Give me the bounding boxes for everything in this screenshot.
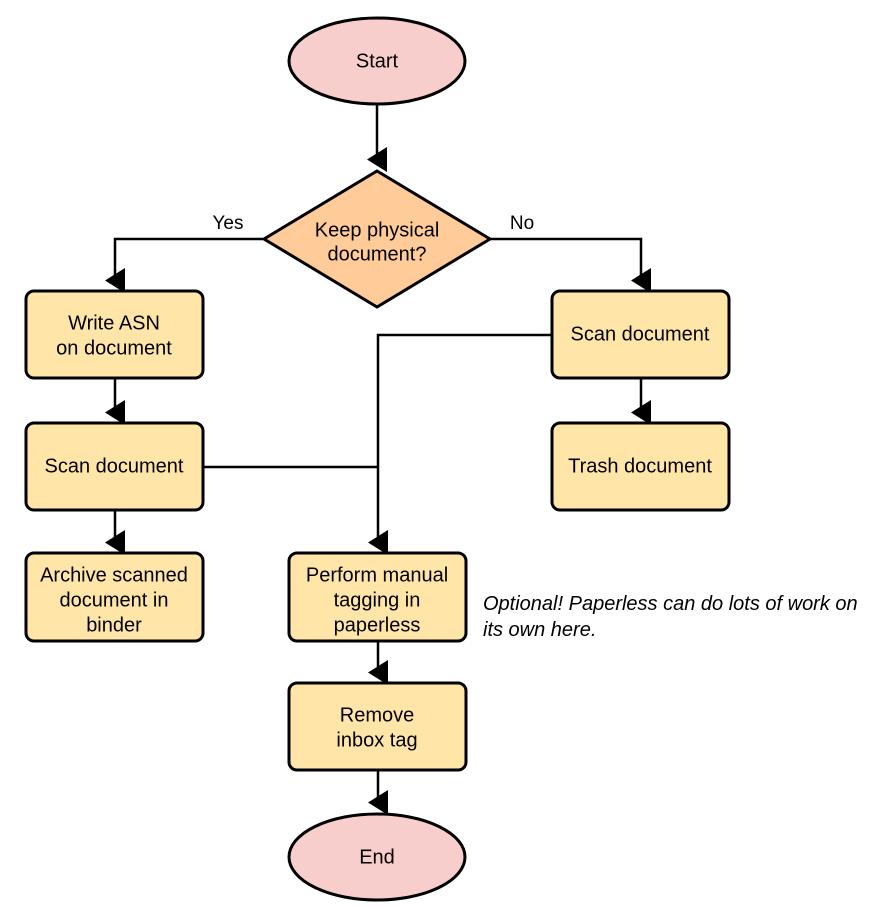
node-scan-document-left-label: Scan document (45, 455, 184, 477)
node-remove-inbox-label-line1: Remove (340, 704, 414, 726)
node-write-asn-label-line1: Write ASN (68, 312, 160, 334)
node-archive-scanned-document[interactable]: Archive scanned document in binder (24, 551, 205, 643)
annotation-line-1: Optional! Paperless can do lots of work … (483, 593, 858, 615)
edge-label-yes: Yes (213, 213, 244, 234)
node-decision-keep-physical-document[interactable]: Keep physical document? (261, 169, 493, 309)
node-write-asn-on-document[interactable]: Write ASN on document (24, 289, 205, 380)
node-remove-inbox-tag[interactable]: Remove inbox tag (287, 681, 468, 772)
node-decision-label-line1: Keep physical (315, 219, 440, 241)
node-archive-label-line2: document in (60, 589, 169, 611)
node-decision-label-line2: document? (328, 243, 427, 265)
node-scan-document-left[interactable]: Scan document (24, 421, 205, 512)
edge-label-no: No (510, 213, 534, 234)
node-scan-document-right-label: Scan document (571, 323, 710, 345)
node-end[interactable]: End (287, 812, 467, 902)
node-start-label: Start (356, 50, 399, 72)
annotation-optional-note: Optional! Paperless can do lots of work … (483, 593, 858, 641)
node-tagging-label-line1: Perform manual (306, 564, 448, 586)
edge-decision-yes-to-write-asn (105, 237, 263, 294)
node-archive-label-line1: Archive scanned (40, 564, 188, 586)
node-write-asn-label-line2: on document (56, 337, 172, 359)
node-trash-document[interactable]: Trash document (550, 421, 731, 512)
node-tagging-label-line2: tagging in (334, 589, 421, 611)
node-remove-inbox-label-line2: inbox tag (336, 729, 417, 751)
node-trash-document-label: Trash document (568, 455, 712, 477)
annotation-line-2: its own here. (483, 619, 596, 641)
node-start[interactable]: Start (287, 16, 467, 106)
node-scan-document-right[interactable]: Scan document (550, 289, 731, 380)
node-perform-manual-tagging[interactable]: Perform manual tagging in paperless (287, 551, 468, 643)
node-tagging-label-line3: paperless (334, 614, 421, 636)
node-end-label: End (359, 846, 395, 868)
edge-scan-right-to-tagging (368, 333, 552, 556)
edge-decision-no-to-scan-right (490, 237, 651, 294)
node-archive-label-line3: binder (86, 614, 142, 636)
